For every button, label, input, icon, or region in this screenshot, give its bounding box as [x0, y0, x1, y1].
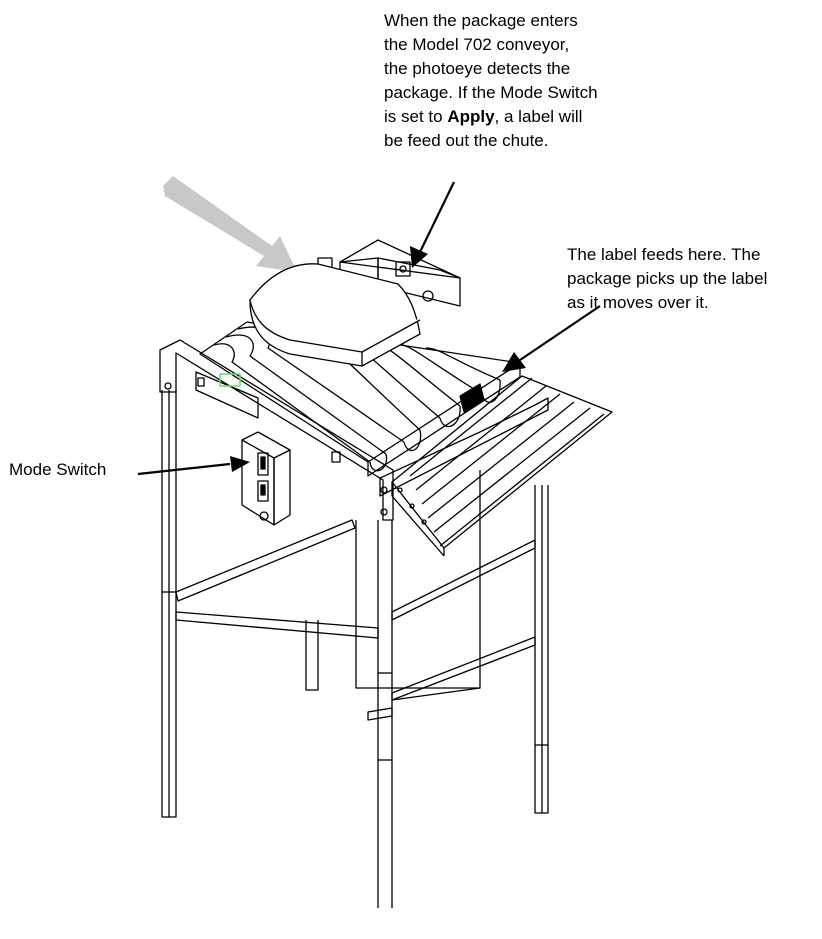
callout-leaders: [137, 181, 601, 476]
frame-side-rails: [159, 339, 549, 521]
frame-hardware: [164, 377, 388, 516]
package: [249, 263, 421, 367]
package-flow-arrow: [163, 176, 297, 272]
label-feed-callout: The label feeds here. The package picks …: [567, 243, 822, 315]
control-box: [241, 431, 291, 526]
photoeye-callout-suffix: , a label will: [494, 107, 583, 126]
mode-switch-icon: [257, 452, 269, 476]
photoeye-callout-line: When the package enters: [384, 11, 578, 30]
photoeye-callout-line: be feed out the chute.: [384, 131, 549, 150]
label-feed-leader-line: [519, 305, 601, 361]
label-feed-arrowhead-icon: [502, 352, 526, 372]
mode-switch-leader-line: [137, 462, 231, 476]
cross-braces: [175, 470, 536, 721]
photoeye-arrowhead-icon: [410, 246, 428, 268]
photoeye-callout-line: is set to Apply, a label will: [384, 105, 654, 129]
label-feed-callout-line: The label feeds here. The: [567, 245, 761, 264]
green-indicator: [219, 373, 241, 387]
mode-switch-label: Mode Switch: [9, 460, 107, 479]
label-feed-callout-line: as it moves over it.: [567, 293, 709, 312]
label-feed-callout-line: package picks up the label: [567, 269, 768, 288]
photoeye-leader-line: [419, 181, 455, 253]
photoeye-icon: [395, 261, 411, 277]
photoeye-callout-line: the photoeye detects the: [384, 59, 571, 78]
apply-mode-text: Apply: [447, 107, 495, 126]
photoeye-callout-line: the Model 702 conveyor,: [384, 35, 570, 54]
power-switch-icon: [257, 480, 269, 502]
photoeye-callout-line: package. If the Mode Switch: [384, 83, 598, 102]
mode-switch-callout: Mode Switch: [9, 458, 159, 482]
roller-chute: [391, 375, 613, 557]
photoeye-callout: When the package enters the Model 702 co…: [384, 9, 654, 153]
photoeye-callout-prefix: is set to: [384, 107, 448, 126]
mode-switch-arrowhead-icon: [230, 456, 250, 472]
table-legs: [161, 390, 549, 908]
